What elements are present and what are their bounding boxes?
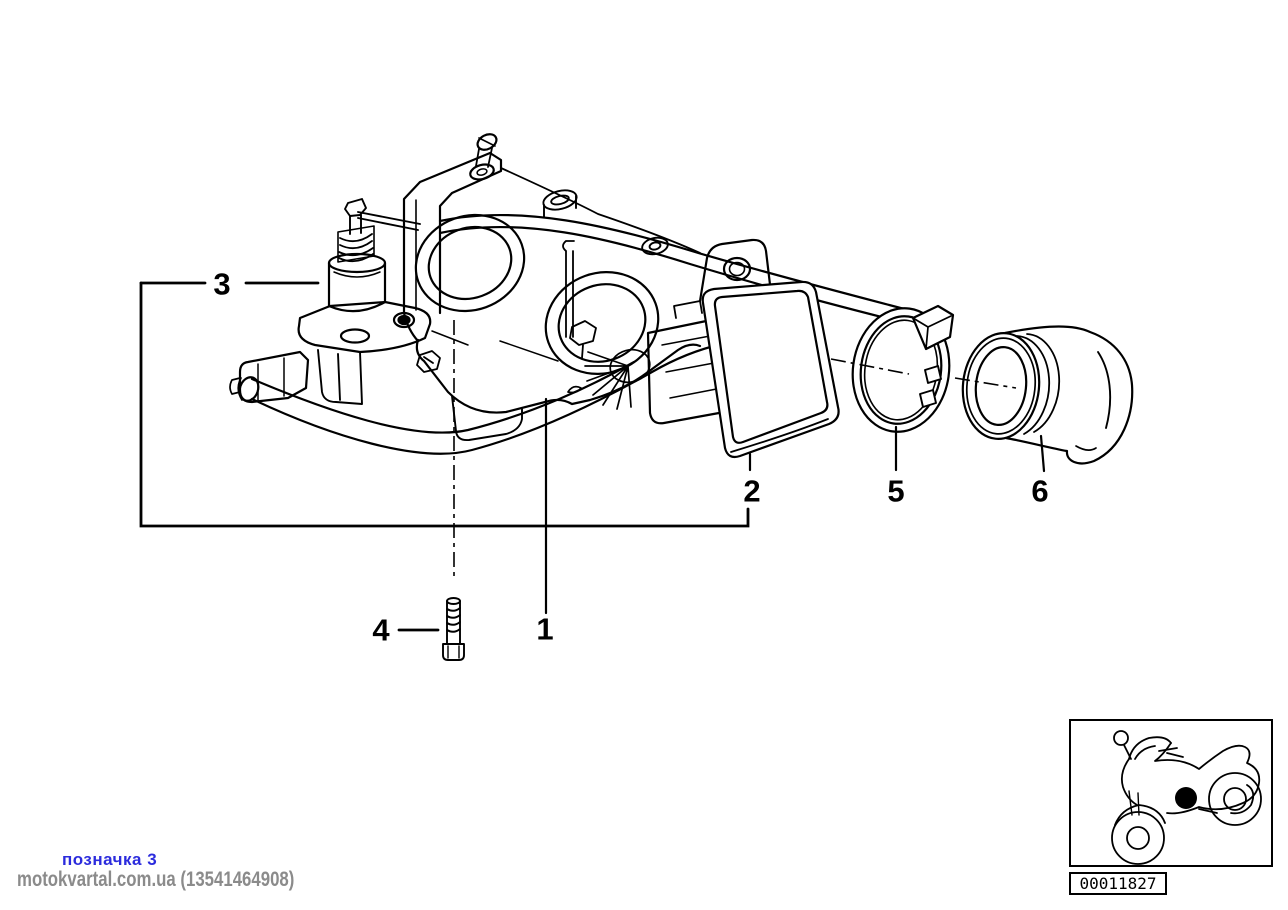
watermark-caption: позначка 3 [62,850,158,869]
idle-control-valve [229,198,432,405]
callout-3: 3 [213,266,231,302]
image-number-plate: 00011827 [1069,872,1167,895]
motorcycle-icon [1111,730,1262,865]
center-lines [453,320,1017,577]
throttle-position-sensor [701,280,840,459]
callout-1: 1 [536,611,554,647]
callout-5: 5 [887,473,905,509]
intake-boot [961,325,1134,465]
callout-2: 2 [743,473,761,509]
callout-6: 6 [1031,473,1049,509]
hose-clamp [851,304,955,433]
callout-4: 4 [372,612,390,648]
part-location-dot [1175,787,1197,809]
top-screw [469,133,498,181]
watermark-site-text: motokvartal.com.ua (13541464908) [17,868,295,891]
model-thumbnail-box [1069,719,1273,867]
leader-lines [139,281,1046,632]
mounting-bolt [442,597,465,661]
